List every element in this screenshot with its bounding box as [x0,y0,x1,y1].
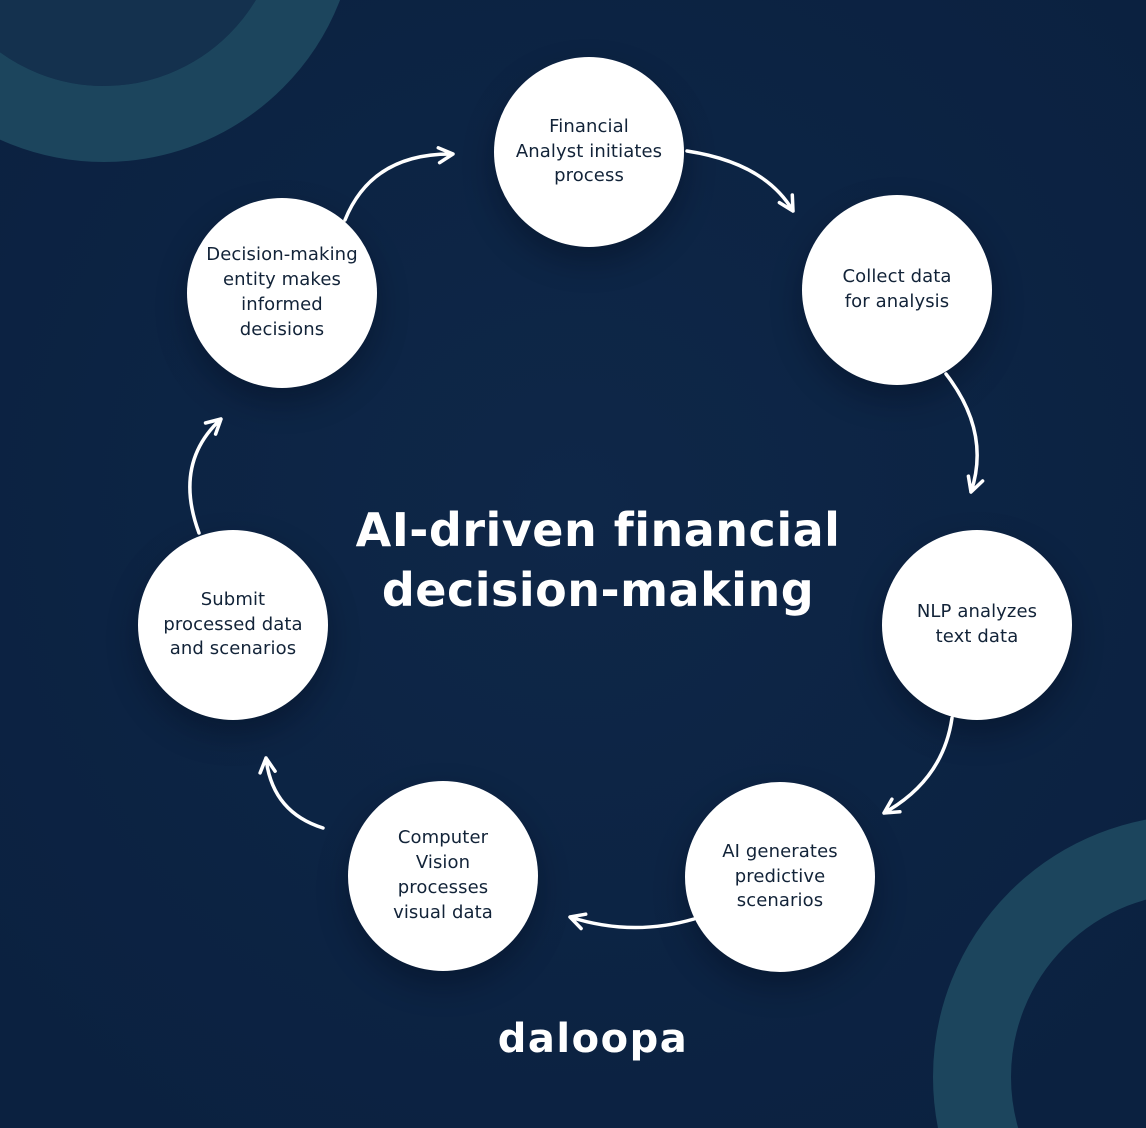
step-decision-entity: Decision-making entity makes informed de… [187,198,377,388]
step-computer-vision: Computer Vision processes visual data [348,781,538,971]
step-submit-data: Submit processed data and scenarios [138,530,328,720]
daloopa-logo: daloopa [497,1016,689,1062]
step-label: Financial Analyst initiates process [515,115,663,187]
step-nlp-analyzes: NLP analyzes text data [882,530,1072,720]
corner-arc-top-left [0,0,340,162]
step-label: AI generates predictive scenarios [722,840,838,912]
step-ai-scenarios: AI generates predictive scenarios [685,782,875,972]
page-title: AI-driven financial decision-making [355,502,841,618]
step-collect-data: Collect data for analysis [802,195,992,385]
step-financial-analyst: Financial Analyst initiates process [494,57,684,247]
step-label: Computer Vision processes visual data [393,827,493,923]
step-label: Submit processed data and scenarios [163,588,303,660]
step-label: NLP analyzes text data [916,601,1038,647]
corner-arc-bottom-right [933,819,1146,1128]
corner-arc-top-left-inner [0,0,256,86]
step-label: Decision-making entity makes informed de… [206,244,358,340]
step-label: Collect data for analysis [842,266,952,312]
